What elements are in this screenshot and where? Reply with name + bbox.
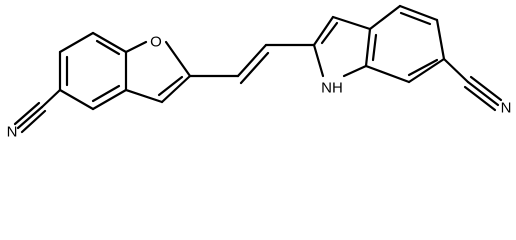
indole-benzene-ring bbox=[364, 4, 446, 84]
left-nitrile-group bbox=[13, 88, 62, 134]
vinyl-linker bbox=[188, 43, 316, 85]
right-nitrile-nitrogen-label: N bbox=[501, 100, 512, 117]
furan-oxygen-label: O bbox=[150, 34, 162, 51]
indole-nh-label: NH bbox=[321, 80, 343, 97]
benzofuran-benzene-ring bbox=[58, 31, 128, 111]
right-nitrile-group bbox=[442, 57, 503, 112]
structure-diagram: O NH N N bbox=[7, 4, 512, 141]
indole-pyrrole-ring bbox=[312, 15, 372, 78]
benzofuran-furan-ring bbox=[124, 40, 192, 104]
atom-labels: O NH N N bbox=[7, 34, 512, 141]
left-nitrile-nitrogen-label: N bbox=[7, 124, 18, 141]
